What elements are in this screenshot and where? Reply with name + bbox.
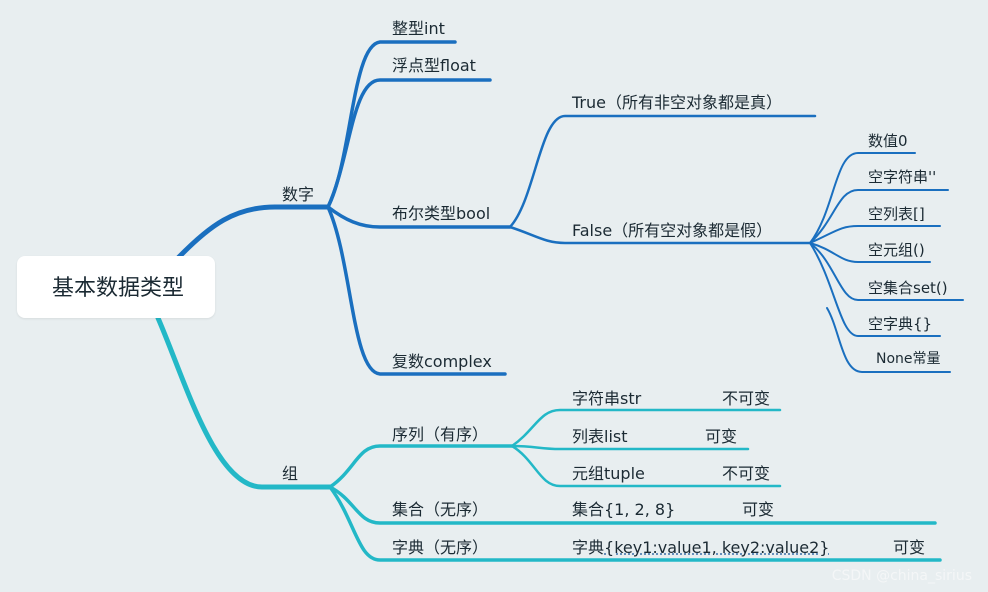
node-false[interactable]: False（所有空对象都是假） bbox=[572, 221, 773, 240]
node-float[interactable]: 浮点型float bbox=[392, 56, 476, 75]
root-label: 基本数据类型 bbox=[52, 276, 185, 301]
node-seq-item-name[interactable]: 元组tuple bbox=[572, 464, 645, 483]
root-node[interactable] bbox=[17, 256, 215, 318]
node-number[interactable]: 数字 bbox=[282, 185, 315, 204]
cyan-branches bbox=[155, 315, 942, 562]
node-sequence[interactable]: 序列（有序） bbox=[392, 425, 489, 444]
dict-item-body: {key1:value1, key2:value2} bbox=[604, 538, 830, 557]
node-false-item[interactable]: 数值0 bbox=[868, 132, 908, 150]
node-dict-item-mut: 可变 bbox=[893, 538, 926, 557]
blue-branches bbox=[175, 40, 964, 376]
node-false-item[interactable]: 空字符串'' bbox=[868, 168, 937, 186]
node-false-item[interactable]: 空集合set() bbox=[868, 279, 948, 297]
node-seq-item-name[interactable]: 列表list bbox=[572, 427, 628, 446]
node-false-item[interactable]: 空元组() bbox=[868, 241, 925, 259]
node-dict[interactable]: 字典（无序） bbox=[392, 538, 489, 557]
node-true[interactable]: True（所有非空对象都是真） bbox=[572, 93, 782, 112]
node-seq-item-mut: 不可变 bbox=[722, 464, 771, 483]
node-bool[interactable]: 布尔类型bool bbox=[392, 204, 491, 223]
node-false-item[interactable]: 空列表[] bbox=[868, 205, 925, 223]
node-dict-item-name[interactable]: 字典{key1:value1, key2:value2} bbox=[572, 539, 829, 557]
node-set-item-mut: 可变 bbox=[742, 500, 775, 519]
node-seq-item-mut: 可变 bbox=[705, 427, 738, 446]
node-int[interactable]: 整型int bbox=[392, 19, 445, 38]
node-set[interactable]: 集合（无序） bbox=[392, 500, 489, 519]
node-group[interactable]: 组 bbox=[282, 464, 299, 483]
node-seq-item-mut: 不可变 bbox=[722, 389, 771, 408]
node-false-item[interactable]: None常量 bbox=[876, 351, 941, 367]
watermark: CSDN @china_sirius bbox=[831, 568, 972, 584]
node-seq-item-name[interactable]: 字符串str bbox=[572, 389, 642, 408]
node-complex[interactable]: 复数complex bbox=[392, 352, 492, 371]
node-false-item[interactable]: 空字典{} bbox=[868, 315, 933, 333]
node-set-item-name[interactable]: 集合{1, 2, 8} bbox=[572, 500, 676, 519]
dict-item-prefix: 字典 bbox=[572, 538, 605, 557]
